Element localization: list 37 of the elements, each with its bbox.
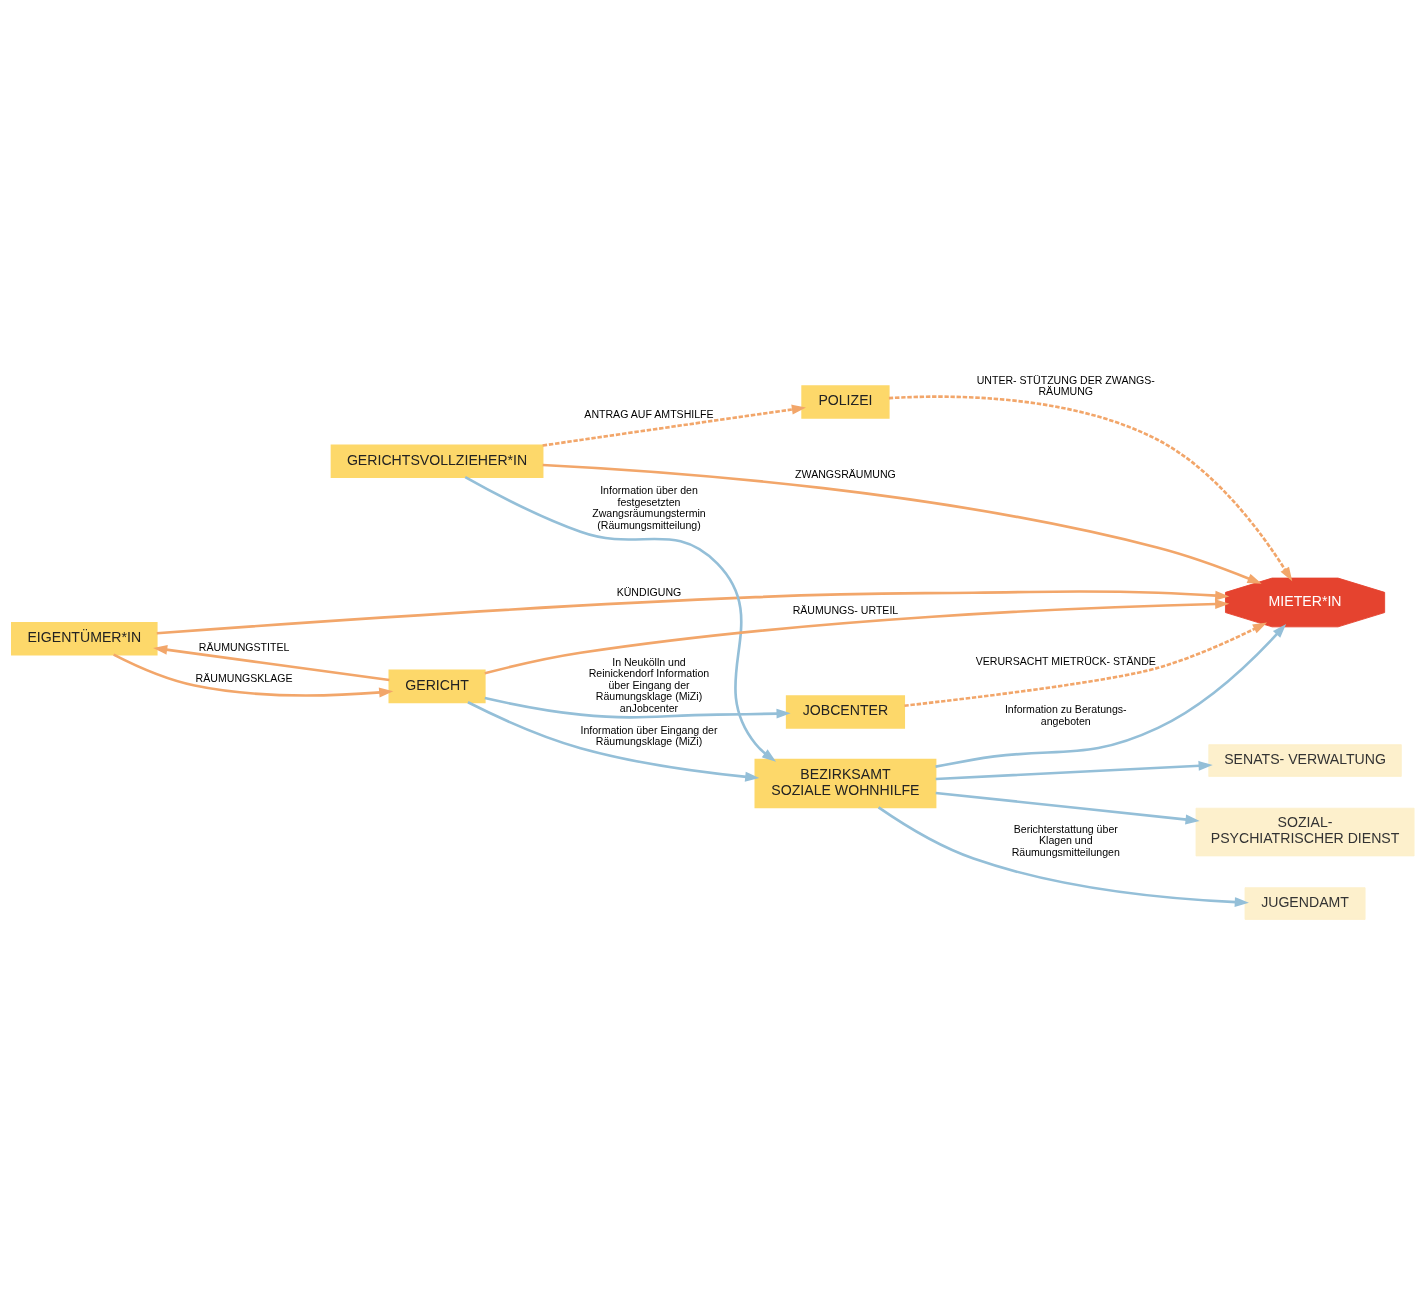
arrow <box>904 622 1268 707</box>
node-box: SOZIAL- PSYCHIATRISCHER DIENST <box>1195 807 1415 857</box>
arrow <box>935 791 1200 825</box>
arrow <box>935 760 1213 781</box>
edge-label: Information über Eingang der Räumungsklage (MiZi) <box>580 723 718 748</box>
node-box: GERICHTSVOLLZIEHER*IN <box>330 444 544 478</box>
arrow <box>156 590 1230 635</box>
arrow <box>484 696 791 719</box>
node-box: JOBCENTER <box>785 695 906 729</box>
edge-label: UNTER- STÜTZUNG DER ZWANGS- RÄUMUNG <box>976 374 1155 398</box>
node-box: JUGENDAMT <box>1244 887 1366 920</box>
edge-label: ANTRAG AUF AMTSHILFE <box>584 407 714 420</box>
node-box: GERICHT <box>388 669 486 704</box>
node-box: SENATS- VERWALTUNG <box>1208 744 1402 777</box>
edge-label: Information zu Beratungs- angeboten <box>1004 703 1127 727</box>
arrow <box>542 404 806 447</box>
arrow <box>888 395 1293 582</box>
arrow <box>935 624 1287 768</box>
arrow <box>464 475 777 762</box>
arrow <box>153 644 390 682</box>
edge-label: RÄUMUNGSKLAGE <box>195 672 293 685</box>
arrow <box>484 599 1230 675</box>
edge-label: KÜNDIGUNG <box>616 585 682 598</box>
arrow <box>877 806 1249 908</box>
arrow <box>113 653 394 698</box>
edge-label: VERURSACHT MIETRÜCK- STÄNDE <box>975 654 1156 667</box>
arrow <box>542 463 1262 584</box>
edge-label: RÄUMUNGSTITEL <box>198 640 290 653</box>
edge-label: In Neukölln und Reinickendorf Information über Eingang der Räumungsklage (MiZi) anJobcenter <box>588 655 710 714</box>
node-box: POLIZEI <box>801 385 890 419</box>
arrow <box>467 701 760 782</box>
node-box: EIGENTÜMER*IN <box>11 621 158 656</box>
edge-label: Berichterstattung über Klagen und Räumungsmitteilungen <box>1011 822 1120 858</box>
node-box: BEZIRKSAMT SOZIALE WOHNHILFE <box>754 758 937 809</box>
edge-label: Information über den festgesetzten Zwangsräumungstermin (Räumungsmitteilung) <box>592 484 706 531</box>
edge-label: RÄUMUNGS- URTEIL <box>792 603 899 616</box>
edge-label: ZWANGSRÄUMUNG <box>795 468 896 481</box>
